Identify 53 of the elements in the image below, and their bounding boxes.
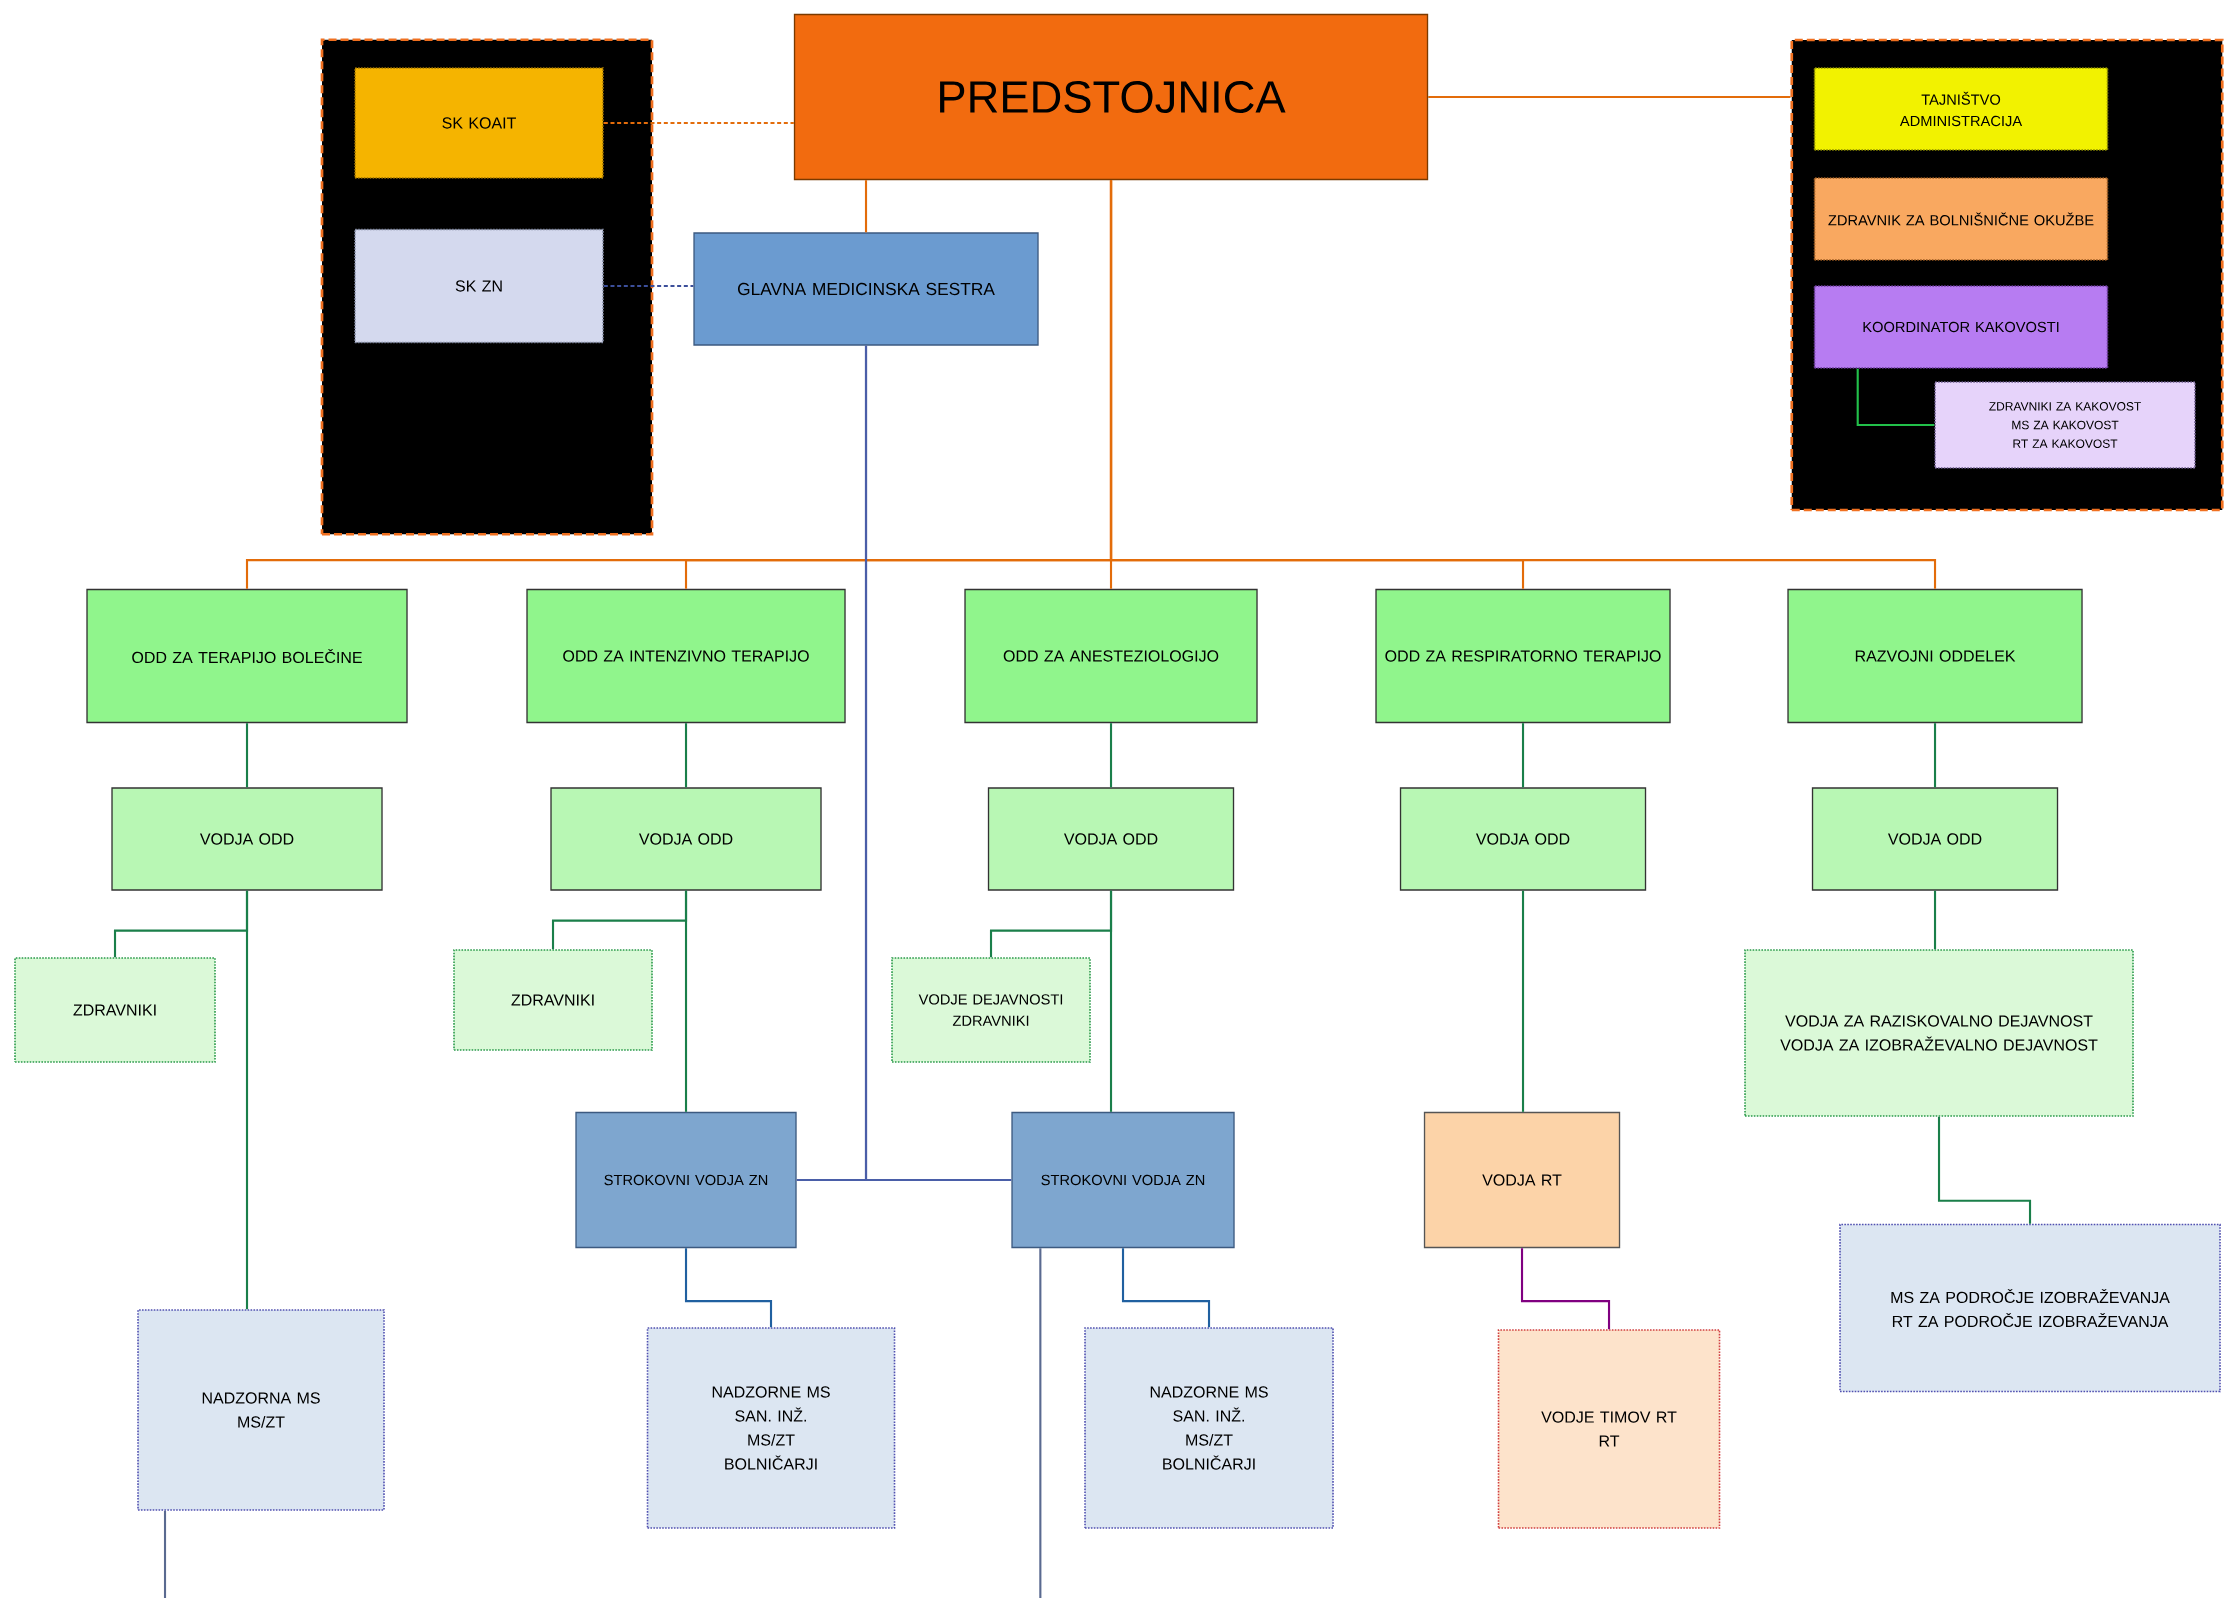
role-box: STROKOVNI VODJA ZN (1011, 1111, 1235, 1249)
role-box: VODJA ODD (550, 787, 822, 891)
department-box: ODD ZA TERAPIJO BOLEČINE (86, 588, 408, 724)
connector-line (245, 890, 249, 1310)
role-box: VODJA ODD (987, 787, 1235, 891)
role-box: GLAVNA MEDICINSKA SESTRA (693, 232, 1039, 346)
role-box: ZDRAVNIKI ZA KAKOVOST MS ZA KAKOVOST RT ZA KAKOVOST (1934, 381, 2196, 469)
role-box: VODJE DEJAVNOSTI ZDRAVNIKI (891, 957, 1091, 1063)
role-box: VODJA RT (1423, 1111, 1621, 1249)
connector-line (1109, 890, 1113, 1112)
connector-line (1856, 368, 1935, 427)
role-box: NADZORNE MS SAN. INŽ. MS/ZT BOLNIČARJI (1084, 1327, 1334, 1529)
connector-line (684, 1248, 773, 1328)
department-box: ODD ZA INTENZIVNO TERAPIJO (526, 588, 846, 724)
connector-line (1109, 723, 1113, 788)
role-box: NADZORNA MS MS/ZT (137, 1309, 385, 1511)
department-box: ODD ZA RESPIRATORNO TERAPIJO (1375, 588, 1671, 724)
connector-line (1520, 1248, 1611, 1330)
connector-line (1428, 95, 1791, 99)
department-box: ODD ZA ANESTEZIOLOGIJO (964, 588, 1258, 724)
connector-line (603, 284, 694, 288)
role-box: STROKOVNI VODJA ZN (575, 1111, 797, 1249)
connector-line (864, 345, 1012, 1182)
unit-box: SK KOAIT (354, 67, 604, 179)
connector-line (1039, 1248, 1042, 1598)
role-box: VODJA ODD (1811, 787, 2059, 891)
connector-line (1933, 723, 1937, 788)
connector-line (684, 890, 688, 1112)
department-box: RAZVOJNI ODDELEK (1787, 588, 2083, 724)
role-box: VODJA ODD (1399, 787, 1647, 891)
connector-line (1521, 723, 1525, 788)
connector-line (603, 121, 794, 125)
role-box: ZDRAVNIKI (14, 957, 216, 1063)
unit-box: ZDRAVNIK ZA BOLNIŠNIČNE OKUŽBE (1813, 177, 2109, 261)
connector-line (1933, 890, 1937, 950)
unit-box: TAJNIŠTVO ADMINISTRACIJA (1813, 67, 2109, 151)
connector-line (1937, 1116, 2032, 1224)
connector-line (245, 723, 249, 788)
connector-line (1521, 890, 1525, 1112)
connector-line (1109, 180, 1937, 589)
connector-line (1121, 1248, 1211, 1328)
connector-line (684, 723, 688, 788)
role-box: VODJA ODD (111, 787, 383, 891)
role-box: ZDRAVNIKI (453, 949, 653, 1051)
connector-line (163, 1510, 167, 1598)
unit-box: SK ZN (354, 228, 604, 344)
role-box: MS ZA PODROČJE IZOBRAŽEVANJA RT ZA PODROČJE IZOBRAŽEVANJA (1839, 1223, 2221, 1393)
role-box: VODJE TIMOV RT RT (1497, 1329, 1721, 1529)
unit-box: KOORDINATOR KAKOVOSTI (1813, 285, 2109, 369)
head-box: PREDSTOJNICA (793, 13, 1429, 181)
role-box: NADZORNE MS SAN. INŽ. MS/ZT BOLNIČARJI (646, 1327, 896, 1529)
role-box: VODJA ZA RAZISKOVALNO DEJAVNOST VODJA ZA IZOBRAŽEVALNO DEJAVNOST (1744, 949, 2134, 1117)
connector-line (864, 180, 868, 233)
